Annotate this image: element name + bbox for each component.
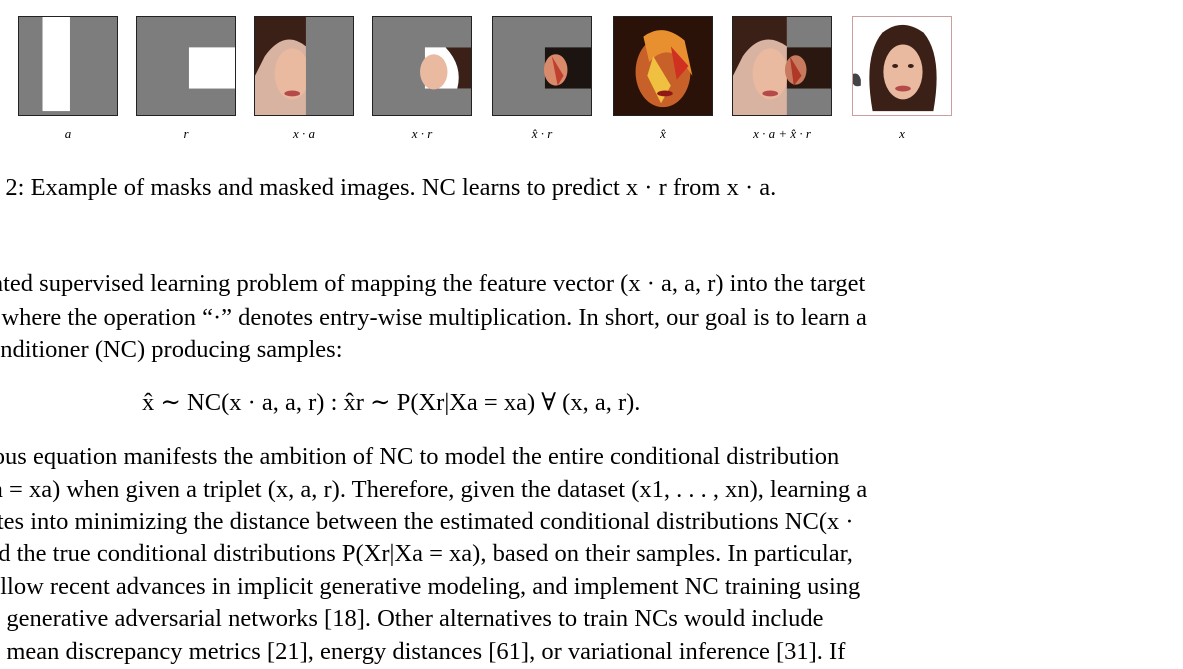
label-r: r — [183, 126, 189, 141]
label-xhat-r: x̂ · r — [531, 126, 553, 141]
composite-image — [732, 16, 832, 116]
figure-caption: ure 2: Example of masks and masked image… — [0, 174, 777, 201]
masked-x-r-image — [372, 16, 472, 116]
text-line: ented supervised learning problem of map… — [0, 270, 866, 297]
text-line: a = xa) when given a triplet (x, a, r). … — [0, 476, 868, 503]
text-line: n generative adversarial networks [18]. … — [0, 605, 824, 632]
text-line: n mean discrepancy metrics [21], energy … — [0, 638, 846, 665]
label-xhat: x̂ — [660, 126, 666, 141]
mask-a-image — [18, 16, 118, 116]
predicted-xhat-r-image — [492, 16, 592, 116]
label-x-r: x · r — [411, 126, 433, 141]
label-x: x — [899, 126, 905, 141]
text-line: nd the true conditional distributions P(… — [0, 540, 853, 567]
text-line: ates into minimizing the distance betwee… — [0, 508, 854, 535]
original-x-image — [852, 16, 952, 116]
label-x-a: x · a — [292, 126, 316, 141]
text-line: onditioner (NC) producing samples: — [0, 336, 343, 363]
masked-x-a-image — [254, 16, 354, 116]
display-equation: x̂ ∼ NC(x · a, a, r) : x̂r ∼ P(Xr|Xa = x… — [142, 389, 641, 416]
text-line: r, where the operation “·” denotes entry… — [0, 304, 867, 331]
text-line: ollow recent advances in implicit genera… — [0, 573, 861, 600]
predicted-xhat-image — [613, 16, 713, 116]
label-composite: x · a + x̂ · r — [753, 126, 811, 141]
label-a: a — [64, 126, 72, 141]
text-line: ious equation manifests the ambition of … — [0, 443, 840, 470]
mask-r-image — [136, 16, 236, 116]
